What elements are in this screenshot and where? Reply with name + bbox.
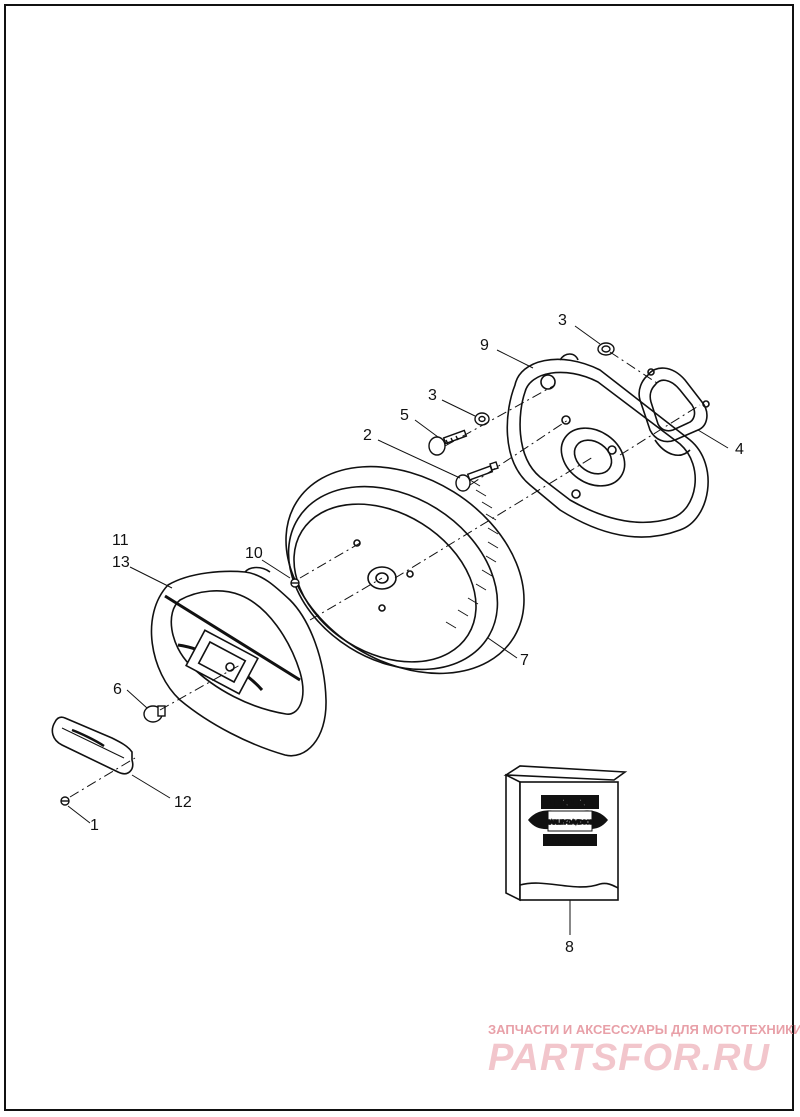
callout-4: 4 [735, 441, 744, 458]
watermark: ЗАПЧАСТИ И АКСЕССУАРЫ ДЛЯ МОТОТЕХНИКИ PA… [488, 1022, 800, 1079]
backplate [506, 353, 709, 538]
callout-1: 1 [90, 817, 99, 834]
callout-12: 12 [174, 794, 192, 811]
callout-13: 13 [112, 554, 130, 571]
page-border [4, 4, 794, 1111]
watermark-tagline: ЗАПЧАСТИ И АКСЕССУАРЫ ДЛЯ МОТОТЕХНИКИ [488, 1022, 800, 1037]
callout-8: 8 [565, 939, 574, 956]
callout-3-top: 3 [558, 312, 567, 329]
logo-motor-parts-text: MOTOR PARTS [548, 839, 592, 845]
leader-lines [67, 325, 729, 935]
logo-brand-text: HARLEY-DAVIDSON [547, 820, 594, 826]
filter-element [285, 465, 525, 675]
callout-3-middle: 3 [428, 387, 437, 404]
callout-10: 10 [245, 545, 263, 562]
center-lines [69, 351, 701, 798]
callout-labels: 3 9 3 5 2 4 11 13 10 7 6 12 1 8 [90, 312, 744, 956]
callout-6: 6 [113, 681, 122, 698]
genuine-parts-logo: GENUINE HARLEY-DAVIDSON MOTOR PARTS [528, 795, 608, 846]
callout-9: 9 [480, 337, 489, 354]
medallion-trim [51, 716, 134, 775]
manual-book: GENUINE HARLEY-DAVIDSON MOTOR PARTS [503, 765, 628, 902]
callout-5: 5 [400, 407, 409, 424]
air-cleaner-cover [150, 566, 327, 757]
watermark-brand: PARTSFOR.RU [488, 1037, 770, 1079]
callout-11: 11 [112, 532, 129, 549]
callout-7: 7 [520, 652, 529, 669]
gasket [638, 367, 710, 456]
callout-2: 2 [363, 427, 372, 444]
logo-genuine-text: GENUINE [547, 798, 593, 809]
